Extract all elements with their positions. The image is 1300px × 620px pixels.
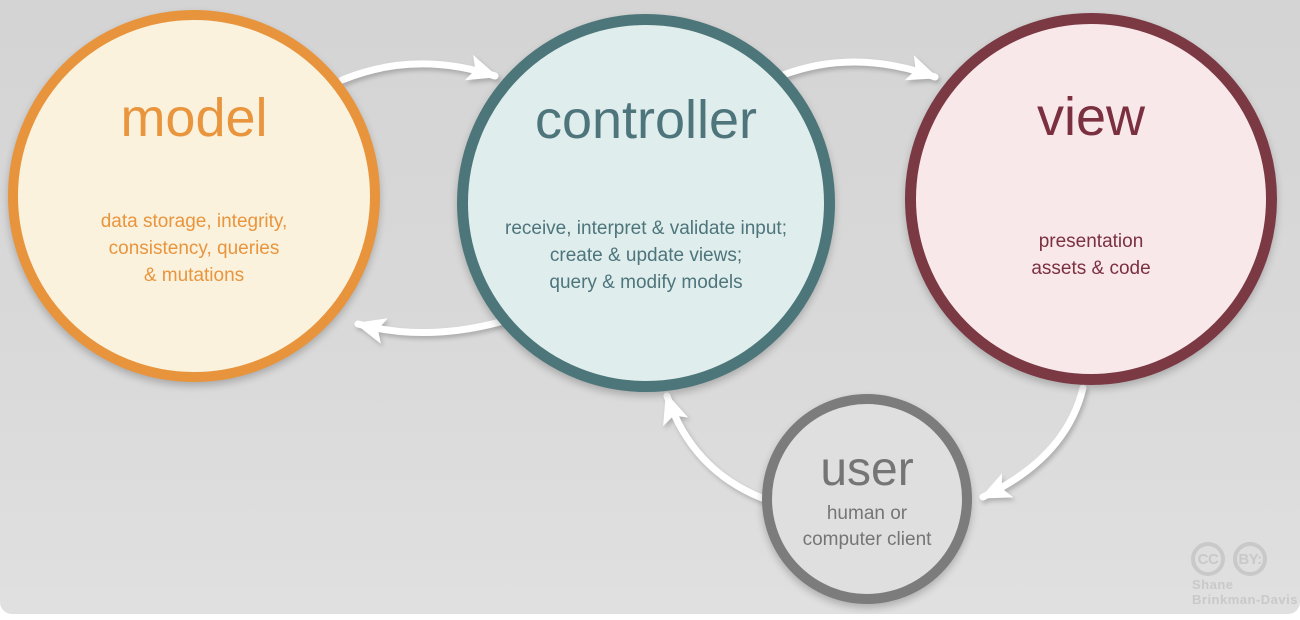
desc-line: assets & code: [1031, 258, 1151, 279]
attribution-author: Shane Brinkman-Davis: [1192, 577, 1298, 607]
license-badges: CC BY:: [1191, 542, 1267, 576]
desc-line: consistency, queries: [108, 238, 280, 259]
node-view-description: presentation assets & code: [916, 228, 1266, 282]
desc-line: presentation: [1038, 231, 1144, 252]
cc-icon: CC: [1191, 542, 1225, 576]
arrow-user-to-controller: [663, 392, 766, 502]
node-model: model data storage, integrity, consisten…: [8, 10, 380, 382]
node-user-description: human or computer client: [772, 501, 962, 553]
node-controller: controller receive, interpret & validate…: [457, 14, 835, 392]
node-view: view presentation assets & code: [905, 13, 1277, 385]
arrow-model-to-controller: [338, 54, 499, 84]
node-user: user human or computer client: [762, 394, 972, 604]
node-model-title: model: [120, 88, 268, 148]
node-user-title: user: [820, 443, 914, 496]
arrow-view-to-user: [979, 384, 1087, 501]
cc-by-icon: BY:: [1233, 542, 1267, 576]
node-controller-description: receive, interpret & validate input; cre…: [468, 215, 824, 296]
desc-line: receive, interpret & validate input;: [505, 218, 787, 239]
desc-line: human or: [826, 503, 908, 524]
node-view-title: view: [1036, 87, 1146, 147]
desc-line: data storage, integrity,: [100, 211, 288, 232]
desc-line: create & update views;: [549, 245, 743, 266]
author-line: Brinkman-Davis: [1192, 592, 1298, 607]
node-model-description: data storage, integrity, consistency, qu…: [18, 208, 370, 289]
desc-line: & mutations: [143, 265, 245, 286]
author-line: Shane: [1192, 577, 1234, 592]
desc-line: computer client: [802, 529, 932, 550]
desc-line: query & modify models: [549, 272, 743, 293]
node-controller-title: controller: [534, 90, 758, 150]
arrow-controller-to-model: [354, 318, 504, 344]
arrow-controller-to-view: [779, 55, 939, 81]
